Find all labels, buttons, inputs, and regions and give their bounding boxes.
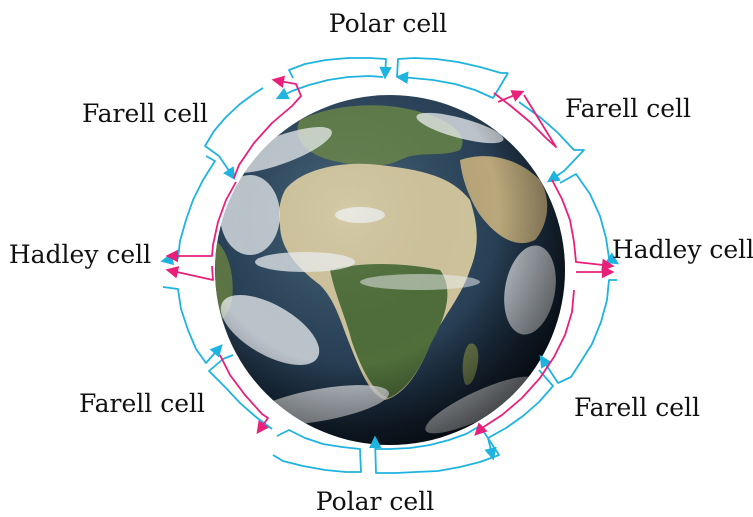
label-farell-cell-upper-right: Farell cell — [565, 94, 691, 123]
polar-cell-top-right-return — [395, 71, 509, 99]
earth-globe — [215, 95, 565, 445]
label-hadley-cell-right: Hadley cell — [612, 235, 753, 264]
surface-arrow-hadley-left — [165, 181, 237, 263]
label-polar-cell-bottom: Polar cell — [316, 487, 434, 516]
farell-cell-upper-right-return — [559, 173, 620, 265]
farell-cell-lower-right-arrow — [539, 279, 617, 384]
label-farell-cell-lower-right: Farell cell — [574, 393, 700, 422]
farell-cell-upper-left-return — [160, 155, 216, 266]
farell-cell-upper-left-arrow — [204, 87, 264, 181]
label-hadley-cell-left: Hadley cell — [9, 240, 151, 269]
surface-arrow-hadley-right — [551, 179, 615, 272]
cell-labels: Polar cell Farell cell Farell cell Hadle… — [9, 9, 753, 516]
surface-arrow-upper-right — [493, 92, 557, 148]
polar-cell-bottom-left-arrow — [272, 429, 362, 473]
surface-arrow-upper-right-head — [497, 90, 525, 103]
label-farell-cell-lower-left: Farell cell — [79, 389, 205, 418]
farell-cell-upper-right-arrow — [518, 101, 585, 183]
label-farell-cell-upper-left: Farell cell — [82, 99, 208, 128]
surface-arrow-upper-left — [233, 75, 302, 179]
polar-cell-top-left-return — [275, 75, 384, 100]
surface-arrow-lower-right — [474, 289, 575, 436]
surface-circulation-arrows — [165, 75, 615, 436]
polar-cell-bottom-right-arrow — [368, 425, 500, 474]
farell-cell-lower-left-arrow — [162, 286, 223, 364]
polar-cell-top-left-arrow — [288, 57, 392, 80]
label-polar-cell-top: Polar cell — [329, 9, 447, 38]
surface-arrow-hadley-left-lower — [165, 265, 214, 281]
surface-arrow-lower-left — [219, 354, 269, 435]
polar-cell-top-right-arrow — [396, 57, 508, 78]
